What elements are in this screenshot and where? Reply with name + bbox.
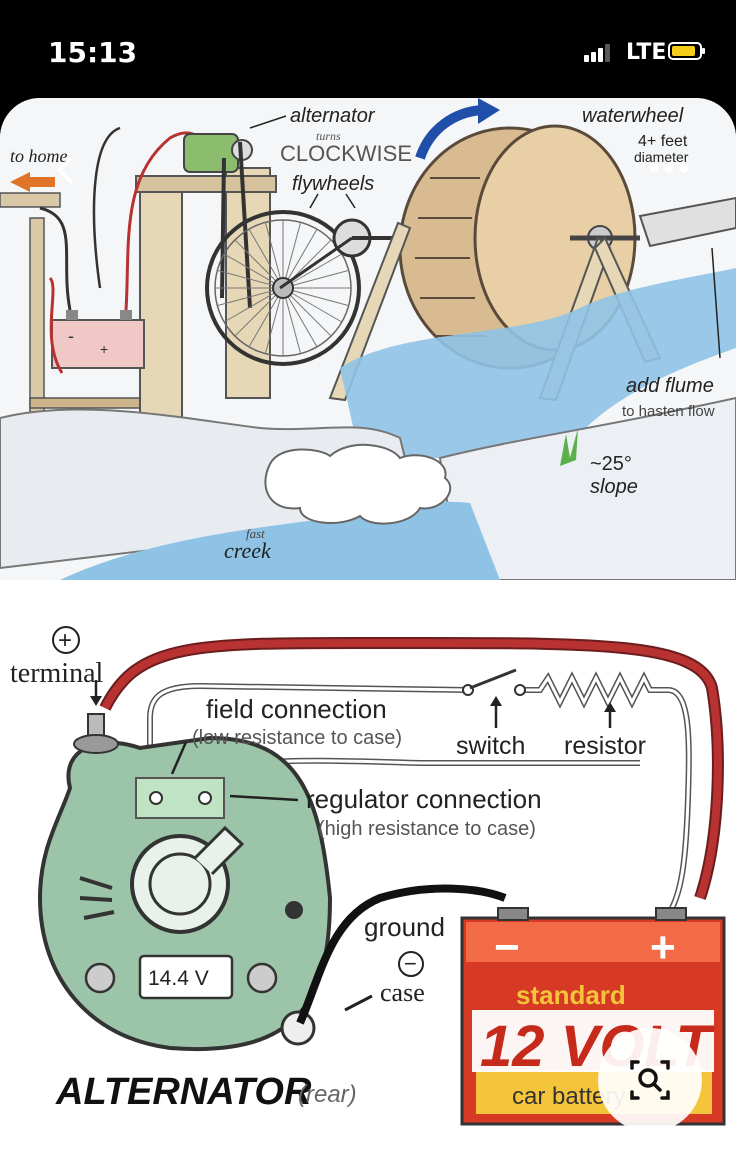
battery-plus-label: +	[100, 341, 108, 357]
hasten-label: to hasten flow	[622, 403, 715, 420]
switch-label: switch	[456, 732, 525, 760]
image-viewer[interactable]: - + to home	[0, 98, 736, 1163]
diagram-image: - + to home	[0, 98, 736, 1163]
slope-label: slope	[590, 476, 638, 498]
flywheel-drawing	[205, 210, 361, 366]
signal-icon	[584, 44, 612, 62]
battery-minus-label: -	[68, 326, 74, 346]
resistor-label: resistor	[564, 732, 646, 760]
ground-wire	[296, 884, 507, 1025]
switch-symbol	[469, 668, 517, 690]
diameter-label: diameter	[634, 149, 689, 165]
regulator-connection-label: regulator connection	[306, 784, 542, 814]
add-flume-label: add flume	[626, 375, 714, 397]
plus-symbol: +	[58, 627, 72, 654]
battery-plus-symbol: +	[650, 923, 676, 972]
battery-drawing	[51, 319, 145, 369]
case-label: case	[380, 978, 425, 1007]
slope-angle-label: ~25°	[590, 453, 632, 475]
field-note-label: (low resistance to case)	[192, 727, 402, 749]
regulator-note-label: (high resistance to case)	[318, 818, 536, 840]
fast-label: fast	[246, 526, 265, 541]
field-connection-label: field connection	[206, 694, 387, 724]
visual-search-button[interactable]	[598, 1028, 702, 1132]
alternator-title: ALTERNATOR	[55, 1071, 312, 1113]
ground-label: ground	[364, 912, 445, 942]
rear-label: (rear)	[298, 1081, 357, 1108]
clockwise-label: CLOCKWISE	[280, 141, 412, 166]
diameter-size-label: 4+ feet	[638, 133, 688, 150]
terminal-label: terminal	[10, 658, 104, 689]
foam-drawing	[264, 443, 452, 525]
alternator-drawing	[183, 133, 239, 173]
visual-search-icon	[630, 1060, 670, 1100]
alternator-body	[37, 713, 333, 1052]
water-drawing	[340, 268, 736, 458]
waterwheel-label: waterwheel	[582, 105, 684, 127]
more-dots-icon	[649, 163, 689, 173]
creek-label: creek	[224, 538, 272, 563]
status-bar: 15:13 LTE	[0, 0, 736, 100]
to-home-label: to home	[10, 146, 68, 166]
to-home-arrow	[10, 172, 55, 192]
chevron-left-icon	[57, 156, 73, 184]
status-time: 15:13	[48, 36, 138, 69]
turns-label: turns	[316, 129, 341, 143]
battery-icon	[668, 42, 705, 60]
rotation-arrow	[415, 105, 483, 160]
flywheels-label: flywheels	[292, 173, 374, 195]
back-button[interactable]	[44, 148, 88, 192]
minus-symbol: −	[404, 951, 417, 976]
alternator-label: alternator	[290, 105, 376, 127]
waterwheel-illustration: - + to home	[0, 98, 736, 581]
standard-label: standard	[516, 980, 626, 1010]
voltage-label: 14.4 V	[148, 967, 209, 990]
battery-minus-symbol: −	[494, 923, 520, 972]
more-options-button[interactable]	[642, 150, 696, 186]
network-label: LTE	[626, 40, 667, 65]
flume-drawing	[638, 196, 736, 248]
